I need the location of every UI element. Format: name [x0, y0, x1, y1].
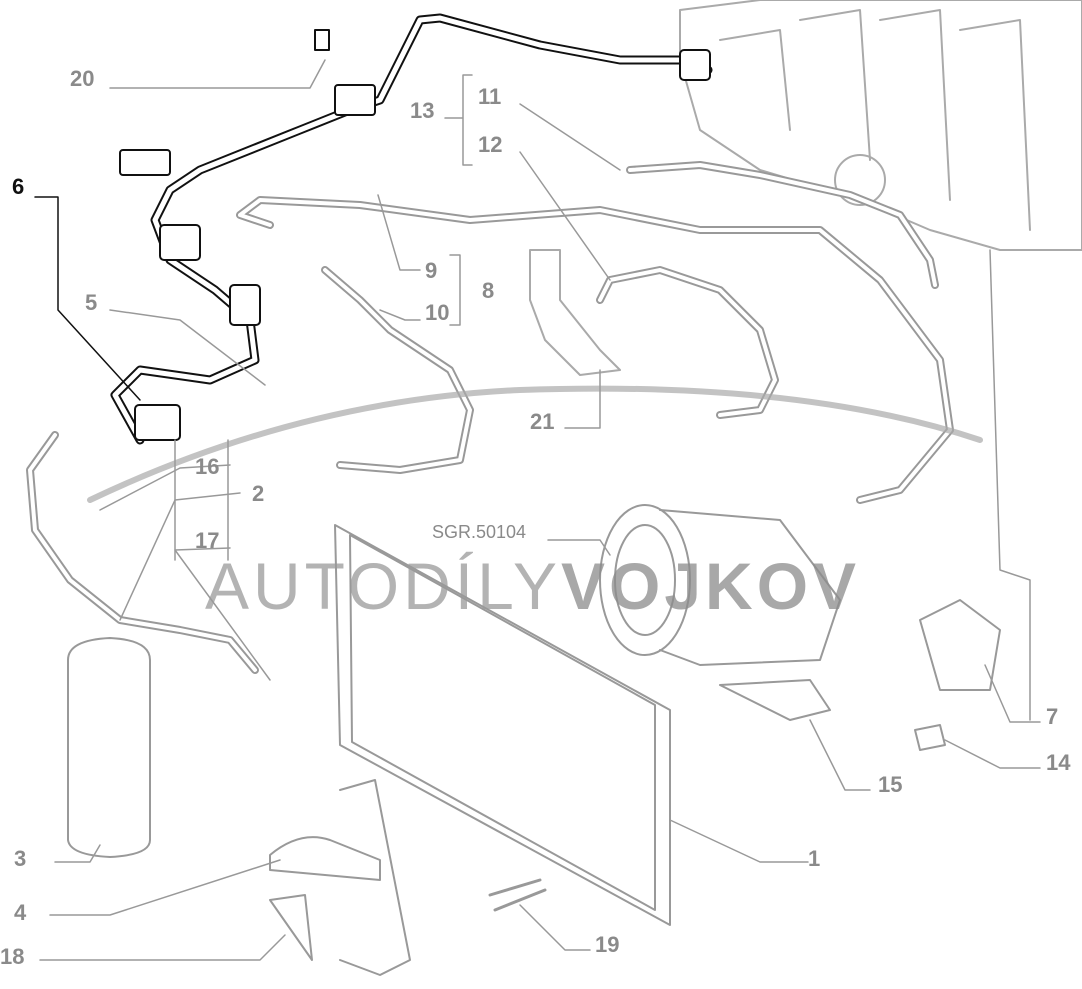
watermark-swoosh	[87, 385, 983, 503]
callout-18[interactable]: 18	[0, 944, 25, 969]
leader-lines	[34, 59, 1041, 961]
callout-1[interactable]: 1	[808, 846, 821, 871]
receiver-drier	[67, 637, 151, 858]
watermark-light: AUTODÍLY	[205, 549, 561, 623]
callout-10[interactable]: 10	[425, 300, 450, 325]
callout-21[interactable]: 21	[530, 409, 555, 434]
callout-6[interactable]: 6	[12, 174, 25, 199]
callout-9[interactable]: 9	[425, 258, 438, 283]
callout-14[interactable]: 14	[1046, 750, 1071, 775]
watermark-logo: AUTODÍLYVOJKOV	[205, 548, 860, 624]
callout-16[interactable]: 16	[195, 454, 220, 479]
diagram-code: SGR.50104	[432, 522, 527, 542]
callout-8[interactable]: 8	[482, 278, 495, 303]
callout-2[interactable]: 2	[252, 481, 265, 506]
callout-7[interactable]: 7	[1046, 704, 1059, 729]
bracket-15	[719, 679, 831, 721]
compressor	[599, 504, 841, 666]
drier-bracket	[269, 779, 411, 976]
callout-17[interactable]: 17	[195, 528, 220, 553]
watermark-bold: VOJKOV	[560, 549, 861, 623]
callout-12[interactable]: 12	[478, 132, 503, 157]
callout-11[interactable]: 11	[478, 84, 502, 109]
evaporator-unit	[679, 0, 1082, 251]
bolt-14	[914, 724, 946, 751]
bracket-21	[529, 249, 621, 376]
callout-20[interactable]: 20	[70, 66, 95, 91]
bolt-19	[488, 878, 547, 912]
hose-6-fittings	[119, 29, 711, 441]
condenser	[334, 524, 671, 926]
callout-4[interactable]: 4	[14, 900, 27, 925]
callout-19[interactable]: 19	[595, 932, 620, 957]
callout-13[interactable]: 13	[410, 98, 435, 123]
callout-3[interactable]: 3	[14, 846, 27, 871]
callout-15[interactable]: 15	[878, 772, 903, 797]
pressure-switch-7	[919, 599, 1001, 691]
callout-5[interactable]: 5	[85, 290, 98, 315]
